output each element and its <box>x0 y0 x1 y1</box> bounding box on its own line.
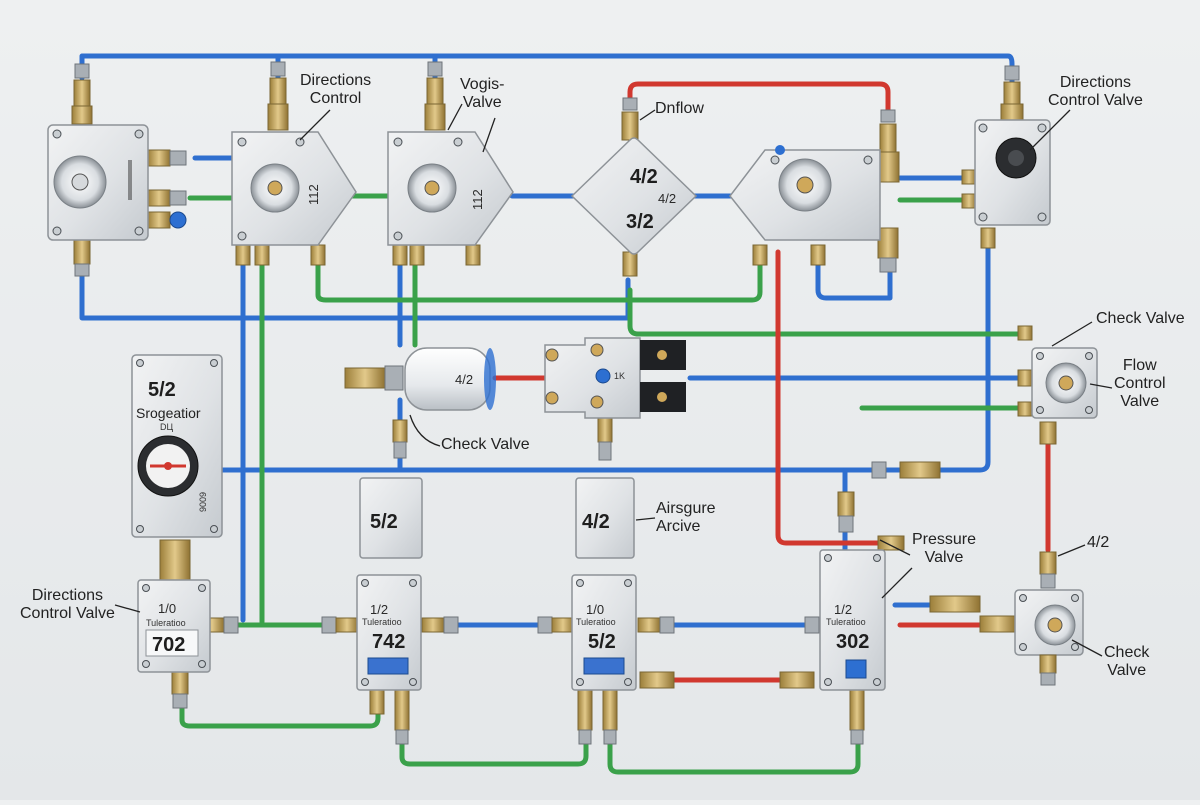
fitting <box>235 227 899 277</box>
tower-5-2: 5/2 <box>359 477 423 559</box>
label-4-2-right: 4/2 <box>1087 534 1110 551</box>
blue-line-top-header <box>79 53 1015 88</box>
fitting <box>73 239 91 277</box>
valve-b: 112 <box>387 131 514 246</box>
block-5-2-sub: Tuleratioo <box>576 617 616 627</box>
tower-5-2-label: 5/2 <box>370 511 398 533</box>
diamond-4-2-top: 4/2 <box>630 166 658 188</box>
valve-d <box>729 145 881 241</box>
label-check-valve-right: Check Valve <box>1096 310 1185 327</box>
fitting <box>369 689 865 745</box>
tower-4-2-label: 4/2 <box>582 511 610 533</box>
block-5-2-num: 5/2 <box>588 631 616 653</box>
gauge-title: 5/2 <box>148 379 176 401</box>
fitting <box>344 365 404 391</box>
fitting <box>1017 325 1057 589</box>
fitting <box>71 63 93 125</box>
gauge-panel: 5/2 Srogeatior DЦ 9009 <box>131 354 223 538</box>
green-line-cross-right <box>627 287 1028 337</box>
block-742: 1/2 Tuleratioo 742 <box>356 574 422 691</box>
block-702-num: 702 <box>152 634 185 656</box>
green-line-bottom-loop-2 <box>399 737 589 767</box>
block-5-2: 1/0 Tuleratioo 5/2 <box>571 574 637 691</box>
block-702-top: 1/0 <box>158 601 176 616</box>
valve-top-right <box>974 119 1051 226</box>
gauge-subtitle: Srogeatior <box>136 405 201 421</box>
diamond-3-2: 3/2 <box>626 211 654 233</box>
gauge-code: DЦ <box>160 422 173 432</box>
fitting <box>321 616 820 634</box>
block-5-2-top: 1/0 <box>586 602 604 617</box>
fitting <box>961 169 996 249</box>
label-check-valve-mid: Check Valve <box>441 436 530 453</box>
block-702: 1/0 Tuleratioo 702 <box>137 579 211 673</box>
fitting <box>621 97 639 141</box>
valve-a-code: 112 <box>306 184 321 205</box>
fitting <box>876 109 900 183</box>
gauge-side-code: 9009 <box>198 492 208 512</box>
block-742-top: 1/2 <box>370 602 388 617</box>
block-742-num: 742 <box>372 631 405 653</box>
block-302: 1/2 Tuleratioo 302 <box>819 549 886 691</box>
blue-line-u-right <box>815 259 893 301</box>
block-702-sub: Tuleratioo <box>146 618 186 628</box>
cylinder-label: 4/2 <box>455 372 473 387</box>
red-lines <box>492 81 1051 683</box>
block-742-sub: Tuleratioo <box>362 617 402 627</box>
green-line-bottom-loop-1 <box>179 697 381 729</box>
tower-4-2: 4/2 <box>575 477 635 559</box>
fitting <box>639 595 1031 689</box>
valve-a: 112 <box>231 131 357 246</box>
green-line-bottom-loop-3 <box>607 737 861 775</box>
fitting <box>1000 65 1024 123</box>
block-code: 1K <box>614 371 625 381</box>
fitting <box>392 417 613 461</box>
diamond-4-2-mid: 4/2 <box>658 191 676 206</box>
valve-top-left <box>47 124 149 241</box>
blue-line-left-loop <box>79 267 631 321</box>
fitting <box>267 61 289 131</box>
green-line-loop <box>315 259 763 303</box>
fittings <box>71 61 1057 745</box>
red-line-top <box>627 81 891 113</box>
valve-diamond: 4/2 4/2 3/2 <box>570 137 698 255</box>
fitting <box>147 149 187 229</box>
red-line-drop <box>775 249 888 546</box>
blue-line-right-return <box>877 227 991 473</box>
leader-lines <box>114 103 1113 657</box>
fitting <box>837 461 941 551</box>
cylinder-4-2: 4/2 <box>404 347 496 411</box>
label-vogis-valve: Vogis-Valve <box>460 76 505 111</box>
valve-check-bottom <box>1014 589 1084 686</box>
label-dnflow: Dnflow <box>655 100 704 117</box>
block-302-num: 302 <box>836 631 869 653</box>
solenoid-block: 1K <box>544 337 686 419</box>
fitting <box>424 61 446 131</box>
block-302-top: 1/2 <box>834 602 852 617</box>
valve-b-code: 112 <box>470 189 485 210</box>
valve-flow-control <box>1031 347 1098 419</box>
block-302-sub: Tuleratioo <box>826 617 866 627</box>
